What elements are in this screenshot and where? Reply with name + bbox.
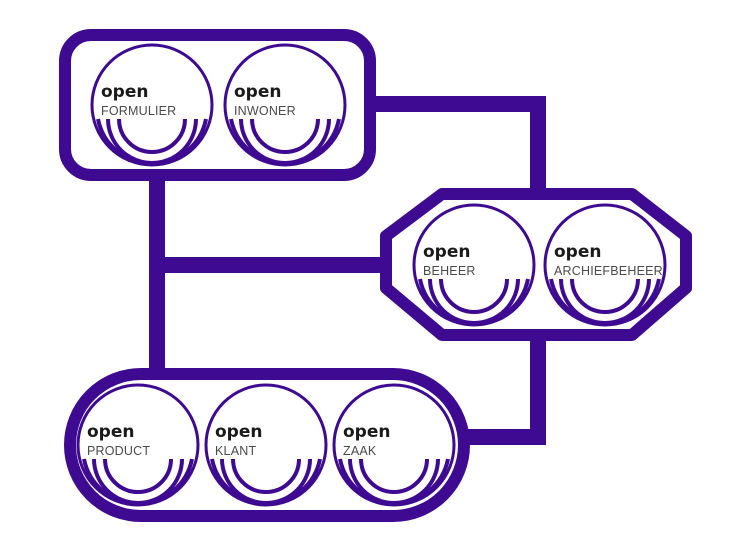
module-prefix: open (234, 82, 281, 102)
module-badges: open FORMULIER open INWONER open BEHEER … (76, 43, 667, 507)
module-prefix: open (215, 422, 262, 442)
module-prefix: open (423, 242, 470, 262)
module-name: BEHEER (423, 264, 476, 278)
module-name: PRODUCT (87, 444, 150, 458)
connector-middle-to-bottom (464, 335, 546, 445)
module-badge-archiefbeheer: open ARCHIEFBEHEER (543, 203, 667, 327)
module-badge-formulier: open FORMULIER (90, 43, 214, 167)
module-prefix: open (101, 82, 148, 102)
module-badge-inwoner: open INWONER (223, 43, 347, 167)
module-prefix: open (554, 242, 601, 262)
module-badge-product: open PRODUCT (76, 383, 200, 507)
module-name: ARCHIEFBEHEER (554, 264, 663, 278)
module-badge-beheer: open BEHEER (412, 203, 536, 327)
connectors (149, 96, 546, 445)
module-name: FORMULIER (101, 104, 176, 118)
module-badge-zaak: open ZAAK (332, 383, 456, 507)
module-name: KLANT (215, 444, 256, 458)
module-prefix: open (87, 422, 134, 442)
connector-top-to-middle (370, 96, 546, 200)
module-name: INWONER (234, 104, 296, 118)
module-name: ZAAK (343, 444, 377, 458)
module-badge-klant: open KLANT (204, 383, 328, 507)
module-prefix: open (343, 422, 390, 442)
